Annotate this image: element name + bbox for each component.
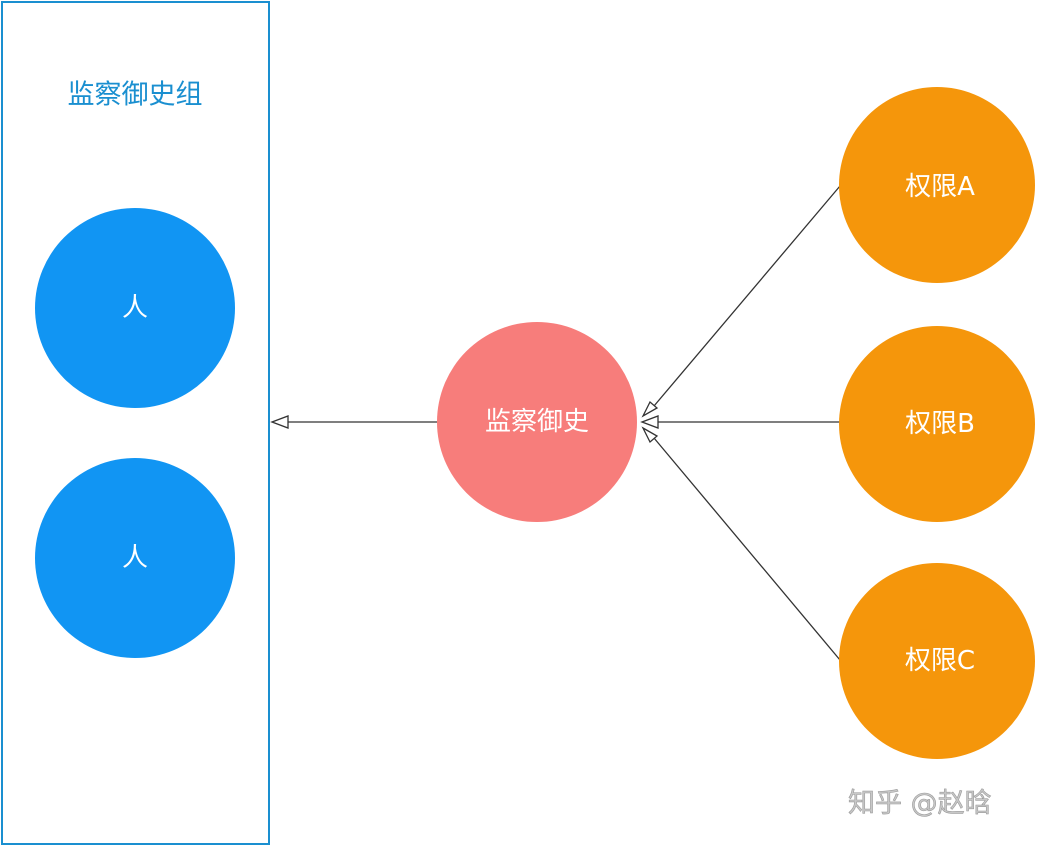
permission-label-a: 权限A — [905, 172, 975, 202]
group-title: 监察御史组 — [68, 80, 203, 111]
edge-permC-role — [653, 437, 841, 661]
arrowhead-permA — [641, 400, 659, 418]
group-box — [1, 1, 270, 845]
permission-node-b — [839, 326, 1035, 522]
arrowhead-group — [270, 415, 289, 429]
person-label-1: 人 — [122, 293, 148, 323]
arrowhead-permB — [640, 415, 659, 429]
role-node — [437, 322, 637, 522]
watermark: 知乎 @赵晗 — [848, 788, 992, 819]
role-label: 监察御史 — [485, 407, 589, 437]
edge-permA-role — [653, 185, 841, 407]
person-label-2: 人 — [122, 543, 148, 573]
permission-label-c: 权限C — [905, 646, 975, 676]
arrowhead-permC — [641, 426, 659, 444]
permission-node-c — [839, 563, 1035, 759]
person-node-2 — [35, 458, 235, 658]
permission-label-b: 权限B — [905, 409, 975, 439]
person-node-1 — [35, 208, 235, 408]
permission-node-a — [839, 87, 1035, 283]
